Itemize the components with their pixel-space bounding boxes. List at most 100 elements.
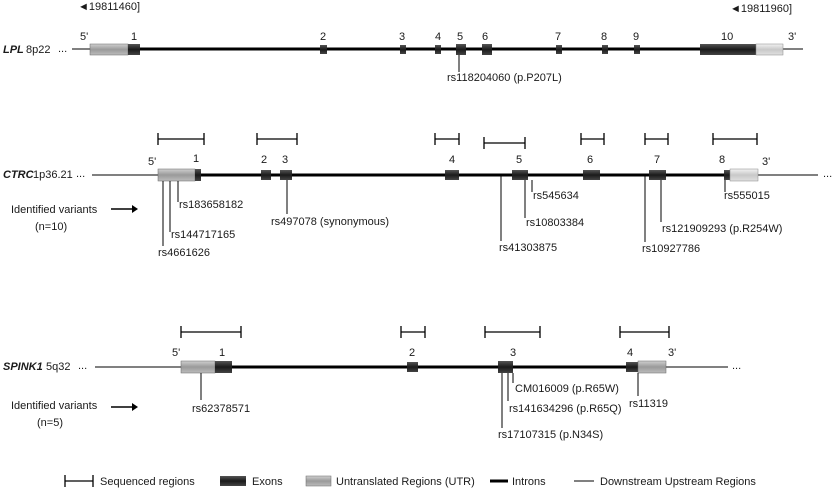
lpl-variant-label: rs118204060 (p.P207L) [447,72,562,84]
legend-downstream-label: Downstream Upstream Regions [600,476,756,488]
ctrc-utr-5 [157,168,196,182]
spink1-variant-label: CM016009 (p.R65W) [515,383,619,395]
ctrc-exon-label-5: 5 [516,154,522,166]
lpl-exon-3 [400,45,406,54]
ctrc-exon-label-8: 8 [719,154,725,166]
spink1-seq-region-2 [400,326,426,338]
spink1-three-prime: 3' [668,347,676,359]
spink1-exon-3 [498,361,513,373]
ctrc-seq-region-1 [157,133,205,145]
ctrc-ellipsis-right: ... [823,168,832,180]
ctrc-exon-1 [195,169,201,181]
lpl-exon-2 [320,45,327,54]
spink1-utr-5 [180,360,216,374]
lpl-five-prime: 5' [80,31,88,43]
lpl-gene-name: LPL [3,44,24,56]
ctrc-exon-label-6: 6 [587,154,593,166]
ctrc-variant-label: rs545634 [533,190,579,202]
lpl-exon-label-9: 9 [633,31,639,43]
spink1-five-prime: 5' [172,347,180,359]
ctrc-exon-6 [583,170,600,180]
spink1-exon-1 [215,361,232,373]
coord-marker-left: ◄19811460] [78,1,140,13]
lpl-exon-label-7: 7 [555,31,561,43]
spink1-exon-label-3: 3 [510,347,516,359]
ctrc-variant-label: rs4661626 [158,247,210,259]
lpl-exon-label-4: 4 [435,31,441,43]
legend-utr-label: Untranslated Regions (UTR) [336,476,475,488]
ctrc-seq-region-3 [434,133,460,145]
ctrc-ellipsis-left: ... [76,168,85,180]
ctrc-seq-region-6 [644,133,669,145]
spink1-variant-label: rs11319 [629,398,668,410]
lpl-utr-5 [89,43,129,56]
lpl-exon-5 [456,44,466,55]
ctrc-identified-count: (n=10) [35,221,67,233]
ctrc-variant-label: rs555015 [724,190,770,202]
ctrc-variant-label: rs10927786 [642,243,700,255]
legend-utr-icon [305,475,332,487]
ctrc-gene-name: CTRC [3,169,35,181]
spink1-variant-label: rs141634296 (p.R65Q) [509,403,622,415]
ctrc-exon-label-1: 1 [193,153,199,165]
lpl-exon-6 [482,44,492,55]
ctrc-utr-3 [729,168,759,182]
lpl-exon-label-8: 8 [601,31,607,43]
lpl-exon-7 [556,45,562,54]
legend-sequenced-icon [64,475,94,487]
spink1-seq-region-3 [484,326,541,338]
lpl-exon-label-5: 5 [457,31,463,43]
ctrc-seq-region-7 [712,133,758,145]
ctrc-seq-region-2 [256,133,298,145]
spink1-utr-3 [637,360,667,374]
ctrc-variant-label: rs497078 (synonymous) [271,216,389,228]
spink1-exon-label-1: 1 [219,347,225,359]
ctrc-variant-label: rs144717165 [171,229,235,241]
ctrc-exon-5 [512,170,528,180]
legend-exon-label: Exons [252,476,283,488]
spink1-gene-name: SPINK1 [3,361,43,373]
lpl-exon-label-6: 6 [482,31,488,43]
lpl-exon-10 [700,44,756,55]
ctrc-exon-label-2: 2 [261,154,267,166]
ctrc-five-prime: 5' [148,156,156,168]
spink1-variant-label: rs17107315 (p.N34S) [498,429,603,441]
ctrc-arrow-icon [111,205,138,213]
lpl-exon-9 [634,45,640,54]
lpl-exon-label-2: 2 [320,31,326,43]
ctrc-seq-region-5 [580,133,605,145]
ctrc-identified-label: Identified variants [11,204,98,216]
lpl-three-prime: 3' [788,31,796,43]
ctrc-exon-7 [649,170,666,180]
lpl-exon-1 [128,44,140,55]
lpl-ellipsis-left: ... [58,43,67,55]
lpl-utr-3 [755,43,784,56]
legend-intron-label: Introns [512,476,546,488]
ctrc-exon-8 [724,170,730,180]
spink1-variant-label: rs62378571 [192,403,250,415]
spink1-locus: 5q32 [46,361,70,373]
lpl-exon-label-1: 1 [131,31,137,43]
lpl-locus: 8p22 [26,44,50,56]
lpl-exon-label-3: 3 [399,31,405,43]
ctrc-variant-label: rs41303875 [499,242,557,254]
legend: Sequenced regions Exons Untranslated Reg… [64,475,756,488]
ctrc-locus: 1p36.21 [33,169,73,181]
ctrc-exon-label-4: 4 [449,154,455,166]
ctrc-variant-label: rs183658182 [179,199,243,211]
legend-sequenced-label: Sequenced regions [100,476,195,488]
spink1-exon-2 [407,362,418,372]
ctrc-exon-2 [261,170,271,180]
spink1-identified-count: (n=5) [37,417,63,429]
spink1-identified-label: Identified variants [11,400,98,412]
spink1-arrow-icon [111,403,138,411]
ctrc-seq-region-4 [483,137,526,149]
spink1-seq-region-1 [180,326,242,338]
lpl-gene: LPL 8p22 ... 5' 3' 1 2 3 4 5 6 7 8 9 10 … [3,31,803,84]
ctrc-variant-label: rs121909293 (p.R254W) [662,223,782,235]
ctrc-exon-label-3: 3 [282,154,288,166]
spink1-exon-4 [626,362,638,372]
lpl-exon-label-10: 10 [721,31,733,43]
lpl-exon-4 [435,45,441,54]
